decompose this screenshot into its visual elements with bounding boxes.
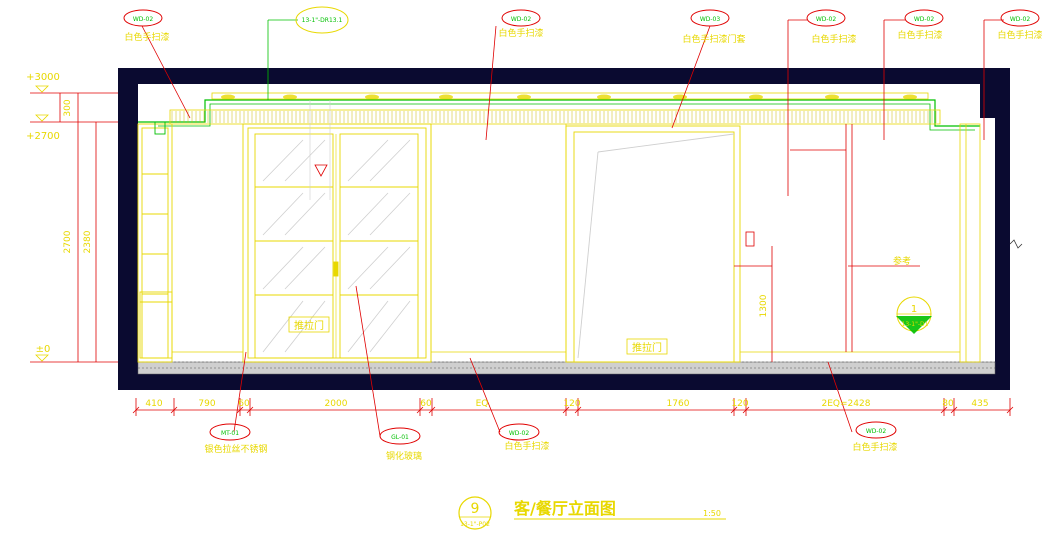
title-sheet: 13-1"-P02 [460,521,490,528]
tag-code: WD-02 [866,428,887,435]
vertical-dim: 2380 [83,230,93,253]
level-mark: +2700 [26,114,60,142]
label-text: ±0 [36,344,51,355]
tag-code: WD-02 [509,430,530,437]
material-tags: WD-02 白色手扫漆 WD-02 白色手扫漆 WD-03 白色手扫漆门套 WD-02 白色手… [123,9,1043,462]
right-detail-symbol [896,296,932,334]
tag-text: 白色手扫漆 [852,441,897,453]
tag-text: 白色手扫漆 [811,33,856,45]
tag-code: MT-01 [221,430,239,437]
horizontal-dim: EQ [476,399,489,409]
tag-text: 白色手扫漆 [124,31,169,43]
tag-text: 白色手扫漆门套 [682,33,745,45]
horizontal-dim: 1760 [667,399,690,409]
entry-door-label: 推拉门 [626,338,668,355]
ceiling-trim [138,92,980,131]
vertical-dim: 2700 [63,230,73,253]
label-text: 推拉门 [294,319,324,332]
horizontal-dim: 2EQ=2428 [822,399,871,409]
title-number: 9 [471,501,480,517]
tag-code: WD-03 [700,16,721,23]
vertical-dim: 300 [63,99,73,116]
level-mark: +3000 [26,72,60,93]
horizontal-dim: 60 [238,399,250,409]
title-main: 客/餐厅立面图 [514,499,616,518]
material-tag-bottom: WD-02 白色手扫漆 [852,421,898,453]
leaders [141,19,1004,437]
left-shelf [137,121,173,363]
horizontal-dim: 410 [145,399,162,409]
material-tag: WD-02 白色手扫漆 [498,9,544,39]
material-tag: WD-02 白色手扫漆 [897,9,944,41]
level-mark: ±0 [35,344,51,362]
horizontal-dim: 120 [731,399,748,409]
tag-code: WD-02 [1010,16,1031,23]
title-scale: 1:50 [703,509,721,518]
sliding-door-label: 推拉门 [288,316,330,333]
label-text: 推拉门 [632,341,662,354]
glass-sliding-door [242,123,432,363]
tag-code: WD-02 [816,16,837,23]
tag-code: WD-02 [511,16,532,23]
label-text: +2700 [26,131,60,142]
horizontal-dim: 435 [971,399,988,409]
material-tag-bottom: WD-02 白色手扫漆 [498,423,550,452]
detail-ref-top: 13-1"-DR13.1 [302,17,343,24]
horizontal-dim: 790 [198,399,215,409]
material-tag-bottom: MT-01 银色拉丝不锈钢 [204,423,268,455]
downlights [221,94,917,100]
horizontal-dim: 60 [420,399,432,409]
material-tag: WD-02 白色手扫漆 [123,9,170,43]
detail-ref-number: 1 [911,304,917,315]
tag-text: 白色手扫漆 [897,29,942,41]
title-block: 9 13-1"-P02 客/餐厅立面图 1:50 [458,496,726,530]
tag-text: 银色拉丝不锈钢 [204,443,267,455]
horizontal-dim: 120 [563,399,580,409]
material-tag: WD-03 白色手扫漆门套 [682,9,746,45]
text-annotations: 13-1"-DR13.1113-1"-D1参考推拉门推拉门+3000+2700±… [26,17,989,530]
horizontal-dim: 80 [942,399,954,409]
ceiling-moulding-hatch [171,111,937,123]
tag-text: 白色手扫漆 [504,440,549,452]
material-tag: WD-02 白色手扫漆 [806,9,857,45]
material-tag: WD-02 白色手扫漆 [997,9,1043,41]
note-right: 参考 [893,255,911,267]
wall-structure [118,68,1010,390]
tag-code: GL-01 [391,434,409,441]
left-dimensions [30,92,118,363]
top-detail-callout [267,6,349,200]
height-dim: 1300 [759,294,769,317]
break-mark [1009,239,1023,249]
tag-code: WD-02 [914,16,935,23]
horizontal-dim: 2000 [325,399,348,409]
tag-text: 白色手扫漆 [997,29,1042,41]
tag-text: 白色手扫漆 [498,27,543,39]
detail-ref-sheet: 13-1"-D1 [902,321,929,328]
bottom-dimension-line [132,398,1014,416]
material-tag-bottom: GL-01 钢化玻璃 [379,427,422,462]
tag-text: 钢化玻璃 [386,450,422,462]
right-wall [745,123,981,363]
label-text: +3000 [26,72,60,83]
tag-code: WD-02 [133,16,154,23]
entry-door [565,125,741,363]
